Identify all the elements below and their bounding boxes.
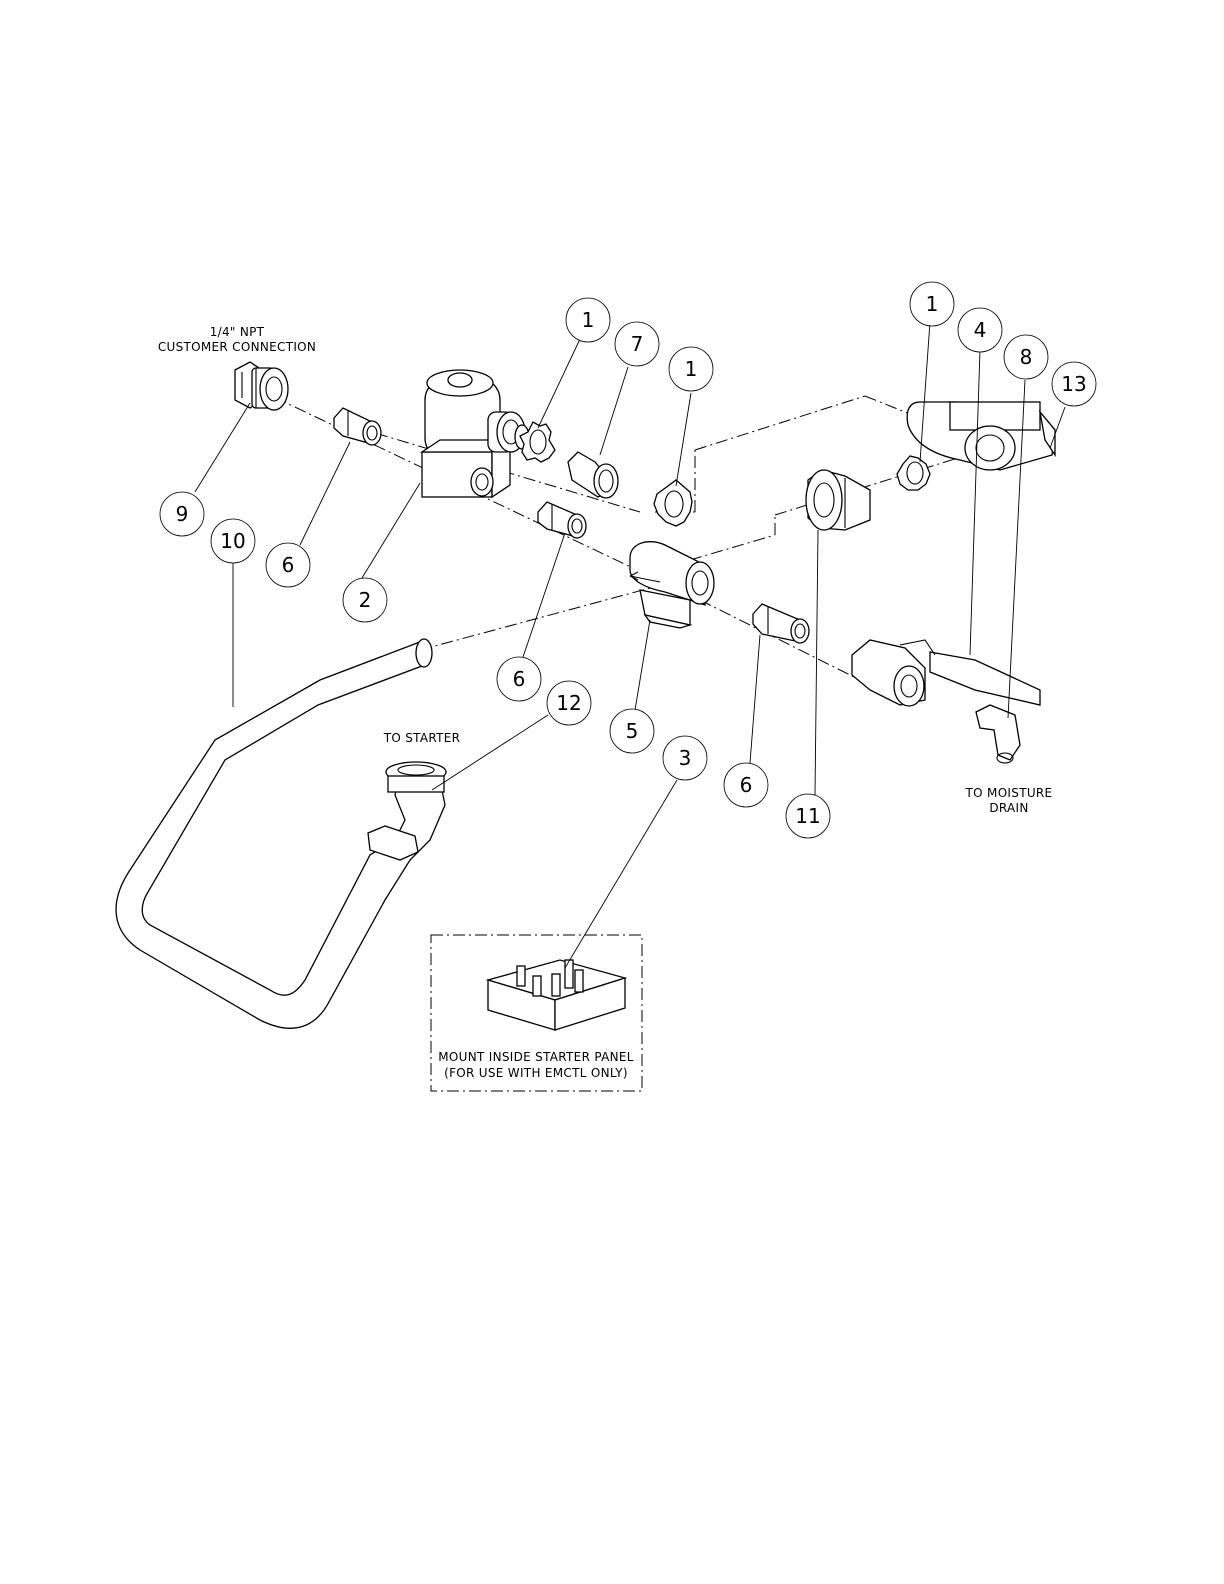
balloon-number: 1 [685,357,698,381]
balloon-number: 9 [176,502,189,526]
balloon-number: 7 [631,332,644,356]
panel-note-line2: (FOR USE WITH EMCTL ONLY) [444,1066,628,1080]
balloon-1-c: 1 [910,282,954,326]
part-5-tee [630,542,714,628]
customer-connection-line2: CUSTOMER CONNECTION [158,340,316,354]
balloon-number: 5 [626,719,639,743]
balloon-number: 1 [926,292,939,316]
balloon-3: 3 [663,736,707,780]
to-moisture-drain-line2: DRAIN [989,801,1028,815]
balloon-12: 12 [547,681,591,725]
part-1-locknut-b [654,480,692,526]
balloon-7: 7 [615,322,659,366]
balloon-number: 13 [1061,372,1086,396]
part-6-nipple-lower [753,604,809,643]
balloon-1-b: 1 [669,347,713,391]
part-9-bulkhead-fitting [235,362,288,410]
part-2-solenoid-valve [422,370,529,497]
part-7-sleeve [568,452,618,498]
to-moisture-drain-label: TO MOISTURE DRAIN [965,786,1053,815]
balloon-number: 2 [359,588,372,612]
balloon-13: 13 [1052,362,1096,406]
balloon-4: 4 [958,308,1002,352]
balloon-9: 9 [160,492,204,536]
balloon-number: 3 [679,746,692,770]
panel-note-line1: MOUNT INSIDE STARTER PANEL [438,1050,634,1064]
balloon-number: 6 [513,667,526,691]
balloon-2: 2 [343,578,387,622]
balloon-number: 4 [974,318,987,342]
to-starter-label: TO STARTER [383,731,461,745]
balloon-number: 10 [220,529,245,553]
balloon-number: 8 [1020,345,1033,369]
part-6-nipple-upper [334,408,381,445]
balloon-number: 6 [740,773,753,797]
balloon-6-c: 6 [724,763,768,807]
part-13-housing [907,402,1055,470]
balloon-number: 1 [582,308,595,332]
balloon-1-a: 1 [566,298,610,342]
balloon-number: 12 [556,691,581,715]
balloon-10: 10 [211,519,255,563]
balloon-number: 6 [282,553,295,577]
starter-panel-note: MOUNT INSIDE STARTER PANEL (FOR USE WITH… [438,1050,634,1080]
customer-connection-label: 1/4" NPT CUSTOMER CONNECTION [158,325,316,354]
balloon-number: 11 [795,804,820,828]
to-moisture-drain-line1: TO MOISTURE [965,786,1053,800]
part-6-nipple-middle [538,502,586,538]
part-8-elbow-fitting [976,705,1020,763]
part-1-locknut-c [897,456,930,490]
balloon-6-b: 6 [497,657,541,701]
part-11-reducer-bushing [806,470,870,530]
balloon-5: 5 [610,709,654,753]
balloon-6-a: 6 [266,543,310,587]
balloon-11: 11 [786,794,830,838]
customer-connection-line1: 1/4" NPT [210,325,265,339]
balloon-8: 8 [1004,335,1048,379]
